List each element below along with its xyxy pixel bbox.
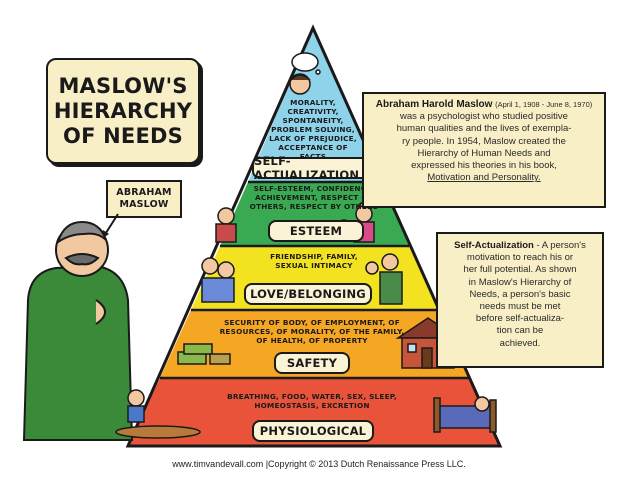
copyright-footer: www.timvandevall.com |Copyright © 2013 D… (172, 459, 466, 469)
physiological-label: PHYSIOLOGICAL (252, 420, 374, 442)
self-actualization-note-box: Self-Actualization - A person's motivati… (436, 232, 604, 368)
maslow-figure (22, 220, 134, 441)
bio-line: human qualities and the lives of exempla… (396, 123, 572, 135)
safety-label: SAFETY (274, 352, 350, 374)
self-actualization-description: MORALITY, CREATIVITY, SPONTANEITY, PROBL… (269, 98, 357, 161)
title-box: MASLOW'S HIERARCHY OF NEEDS (46, 58, 200, 164)
note-line: achieved. (499, 337, 541, 349)
title-line-3: OF NEEDS (63, 123, 183, 148)
maslow-hand (95, 299, 106, 325)
maslow-label-line-2: MASLOW (119, 199, 169, 210)
physiological-description: BREATHING, FOOD, WATER, SEX, SLEEP, HOME… (227, 392, 397, 410)
layer-self-actualization (248, 28, 381, 182)
table (115, 425, 201, 439)
title-line-2: HIERARCHY (53, 98, 193, 123)
thought-bubble (291, 52, 319, 72)
physiological-illustrations (115, 389, 497, 439)
note-line: needs must be met (479, 301, 561, 313)
note-line: her full potential. As shown (463, 264, 577, 276)
safety-description: SECURITY OF BODY, OF EMPLOYMENT, OF RESO… (219, 318, 405, 345)
note-line: - A person's (536, 240, 586, 251)
bio-name: Abraham Harold Maslow (375, 99, 493, 110)
bio-line: expressed his theories in his book, (411, 160, 557, 172)
esteem-label: ESTEEM (268, 220, 364, 242)
note-line: in Maslow's Hierarchy of (468, 276, 572, 288)
layer-safety (160, 310, 470, 378)
bio-line: was a psychologist who studied positive (400, 111, 568, 123)
bio-book-title: Motivation and Personality. (427, 172, 541, 184)
love-figures (201, 253, 403, 305)
thinker-figure (289, 52, 321, 95)
bio-line: Hierarchy of Human Needs and (417, 147, 551, 159)
layer-dividers (160, 180, 470, 380)
maslow-bio-box: Abraham Harold Maslow (April 1, 1908 - J… (362, 92, 606, 208)
layer-physiological (128, 378, 500, 446)
maslow-hair (56, 220, 107, 245)
love-belonging-description: FRIENDSHIP, FAMILY, SEXUAL INTIMACY (270, 252, 358, 270)
esteem-description: SELF-ESTEEM, CONFIDENCE, ACHIEVEMENT, RE… (249, 184, 379, 211)
title-line-1: MASLOW'S (58, 73, 188, 98)
note-line: tion can be (496, 325, 544, 337)
note-line: motivation to reach his or (466, 252, 574, 264)
maslow-name-label: ABRAHAM MASLOW (106, 180, 182, 218)
love-belonging-label: LOVE/BELONGING (244, 283, 372, 305)
bio-dates: (April 1, 1908 - June 8, 1970) (495, 100, 593, 109)
maslow-label-line-1: ABRAHAM (116, 187, 172, 198)
note-line: Needs, a person's basic (469, 288, 571, 300)
maslow-moustache (64, 253, 100, 266)
note-term: Self-Actualization (454, 240, 534, 251)
maslow-sweater (22, 264, 134, 441)
note-line: before self-actualiza- (475, 313, 565, 325)
bio-line: ry people. In 1954, Maslow created the (402, 135, 566, 147)
